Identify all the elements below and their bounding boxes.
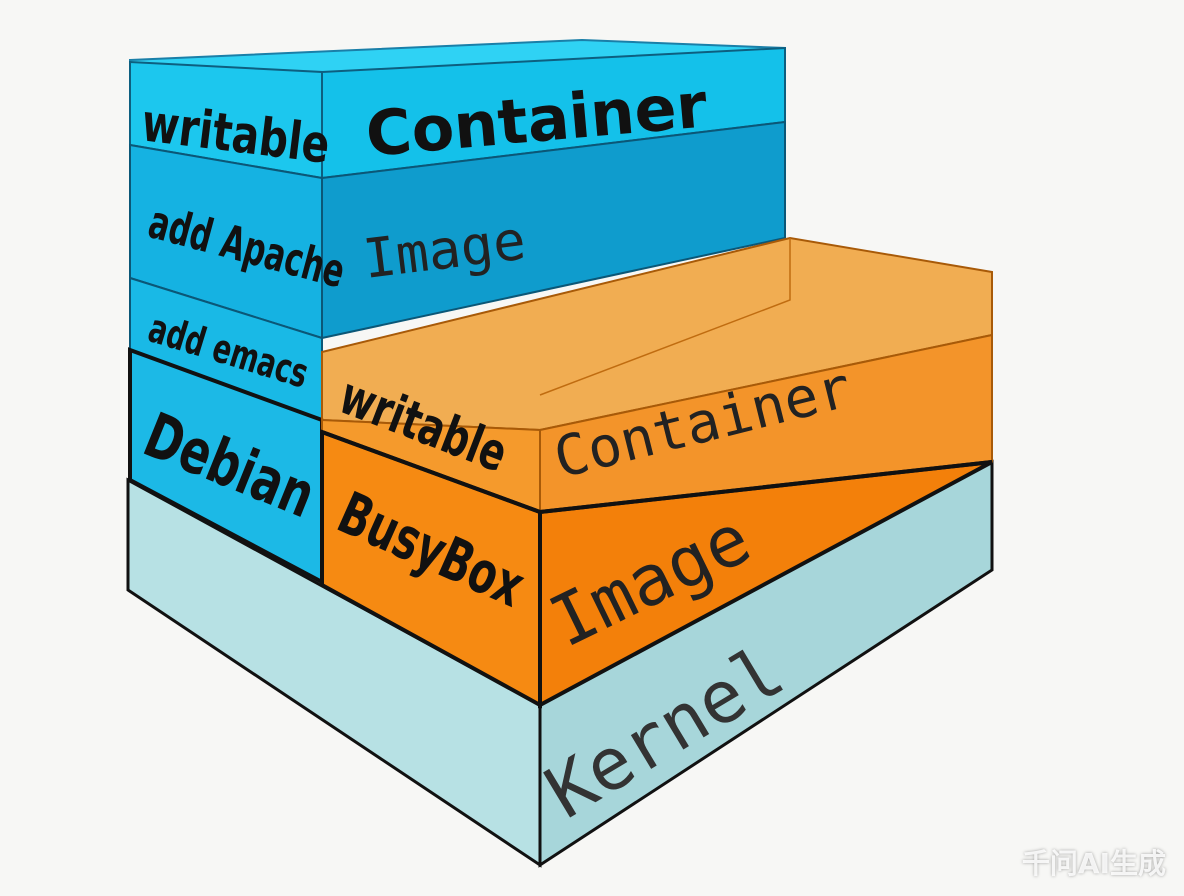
orange-image-top-edge	[321, 430, 993, 515]
orange-stack	[320, 236, 993, 709]
blue-stack	[128, 38, 786, 586]
orange-glass-line	[539, 238, 791, 396]
watermark: 千问AI生成	[1021, 847, 1166, 880]
